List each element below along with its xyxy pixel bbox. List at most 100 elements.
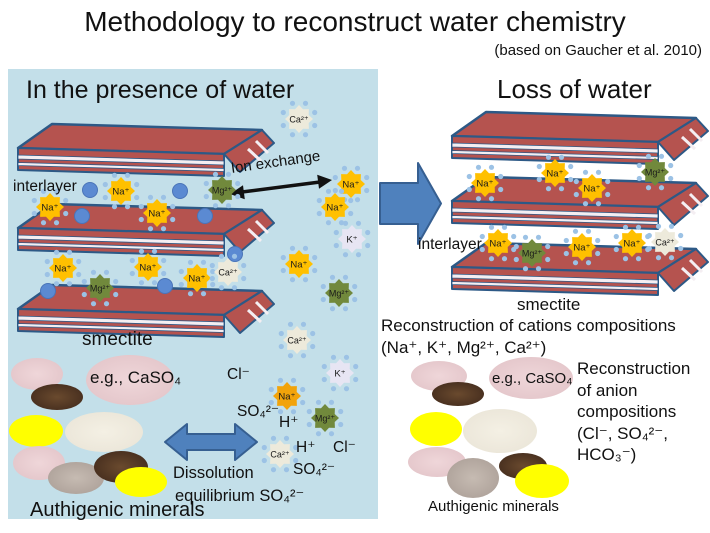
water-molecule (74, 208, 90, 224)
ion-exchange-arrow (230, 174, 332, 200)
ion-label: Na⁺ (623, 239, 640, 250)
left-caso4-example-label: e.g., CaSO₄ (90, 368, 182, 387)
water-molecule (82, 182, 98, 198)
right-panel-heading: Loss of water (497, 74, 652, 104)
ion-label: Na⁺ (489, 239, 506, 250)
dissolution-equilibrium-arrow (164, 423, 258, 461)
right-caso4-example-label: e.g., CaSO₄ (492, 370, 573, 387)
mineral-beige (65, 412, 143, 452)
mineral-gray (447, 458, 499, 498)
ion-label: Na⁺ (342, 180, 359, 191)
chem-label: Cl⁻ (333, 439, 356, 456)
dissolution-label-line1: Dissolution (173, 464, 254, 482)
chem-label: Cl⁻ (227, 366, 250, 383)
cations-reconstruction-line2: (Na⁺, K⁺, Mg²⁺, Ca²⁺) (381, 338, 547, 357)
ion-na: Na⁺ (316, 188, 354, 226)
ion-label: K⁺ (346, 235, 357, 246)
ion-label: K⁺ (334, 369, 345, 380)
ion-label: Ca²⁺ (218, 268, 238, 278)
ion-label: Na⁺ (41, 203, 58, 214)
dissolution-label-line2: equilibrium SO₄²⁻ (175, 487, 305, 505)
ion-label: Na⁺ (188, 274, 205, 285)
mineral-yellow (410, 412, 462, 446)
ion-label: Ca²⁺ (270, 450, 290, 460)
ion-mg: Mg²⁺ (81, 269, 119, 307)
ion-label: Ca²⁺ (287, 336, 307, 346)
ion-label: Mg²⁺ (90, 284, 110, 294)
ion-label: Mg²⁺ (329, 289, 349, 299)
ion-label: Na⁺ (476, 179, 493, 190)
ion-ca: Ca²⁺ (209, 253, 247, 291)
ion-label: Na⁺ (278, 392, 295, 403)
ion-na: Na⁺ (138, 194, 176, 232)
mineral-yellow (115, 467, 167, 497)
smectite-slab (16, 283, 275, 338)
left-interlayer-label: interlayer (13, 178, 77, 195)
left-panel-heading: In the presence of water (26, 76, 295, 104)
ion-na: Na⁺ (466, 164, 504, 202)
ion-na: Na⁺ (280, 245, 318, 283)
cations-reconstruction-line1: Reconstruction of cations compositions (381, 316, 676, 335)
ion-label: Na⁺ (112, 187, 129, 198)
ion-label: Na⁺ (54, 264, 71, 275)
ion-ca: Ca²⁺ (278, 321, 316, 359)
chem-label: SO₄²⁻ (293, 461, 336, 478)
smectite-slab (450, 175, 709, 230)
ion-na: Na⁺ (536, 154, 574, 192)
ion-mg: Mg²⁺ (203, 171, 241, 209)
ion-label: Na⁺ (148, 209, 165, 220)
mineral-brown (432, 382, 484, 406)
ion-label: Na⁺ (583, 184, 600, 195)
ion-na: Na⁺ (563, 228, 601, 266)
mineral-yellow (9, 415, 63, 447)
ion-na: Na⁺ (479, 224, 517, 262)
ion-ca: Ca²⁺ (646, 223, 684, 261)
ion-na: Na⁺ (102, 172, 140, 210)
ion-na: Na⁺ (573, 169, 611, 207)
ion-label: Mg²⁺ (315, 414, 335, 424)
water-molecule (197, 208, 213, 224)
ion-mg: Mg²⁺ (513, 234, 551, 272)
smectite-slab (450, 110, 709, 165)
right-authigenic-minerals-label: Authigenic minerals (428, 498, 559, 515)
mineral-yellow (515, 464, 569, 498)
left-smectite-label: smectite (82, 329, 153, 350)
ion-label: Na⁺ (139, 263, 156, 274)
left-authigenic-minerals-label: Authigenic minerals (30, 499, 205, 521)
mineral-beige (463, 409, 537, 453)
anion-reconstruction-text: Reconstruction of anion compositions (Cl… (577, 359, 691, 464)
water-molecule (40, 283, 56, 299)
chem-label: SO₄²⁻ (237, 403, 280, 420)
ion-label: Mg²⁺ (212, 186, 232, 196)
mineral-pink (11, 358, 63, 390)
citation: (based on Gaucher et al. 2010) (494, 42, 702, 59)
slide-title: Methodology to reconstruct water chemist… (84, 6, 626, 37)
ion-mg: Mg²⁺ (306, 399, 344, 437)
ion-label: Ca²⁺ (655, 238, 675, 248)
ion-ca: Ca²⁺ (280, 100, 318, 138)
ion-label: Na⁺ (290, 260, 307, 271)
ion-na: Na⁺ (44, 249, 82, 287)
mineral-brown (31, 384, 83, 410)
ion-na: Na⁺ (178, 259, 216, 297)
ion-mg: Mg²⁺ (320, 274, 358, 312)
mineral-pink (489, 357, 573, 399)
mineral-gray (48, 462, 104, 494)
mineral-pink (86, 355, 174, 405)
ion-label: Na⁺ (573, 243, 590, 254)
chem-label: H⁺ (296, 439, 316, 456)
ion-label: Na⁺ (326, 203, 343, 214)
ion-na: Na⁺ (129, 248, 167, 286)
ion-label: Mg²⁺ (522, 249, 542, 259)
water-molecule (157, 278, 173, 294)
ion-label: Mg²⁺ (645, 168, 665, 178)
ion-k: K⁺ (321, 354, 359, 392)
ion-ca: Ca²⁺ (261, 435, 299, 473)
smectite-slab (16, 122, 275, 177)
ion-mg: Mg²⁺ (636, 153, 674, 191)
ion-label: Ca²⁺ (289, 115, 309, 125)
ion-label: Na⁺ (546, 169, 563, 180)
transition-arrow (379, 162, 442, 245)
